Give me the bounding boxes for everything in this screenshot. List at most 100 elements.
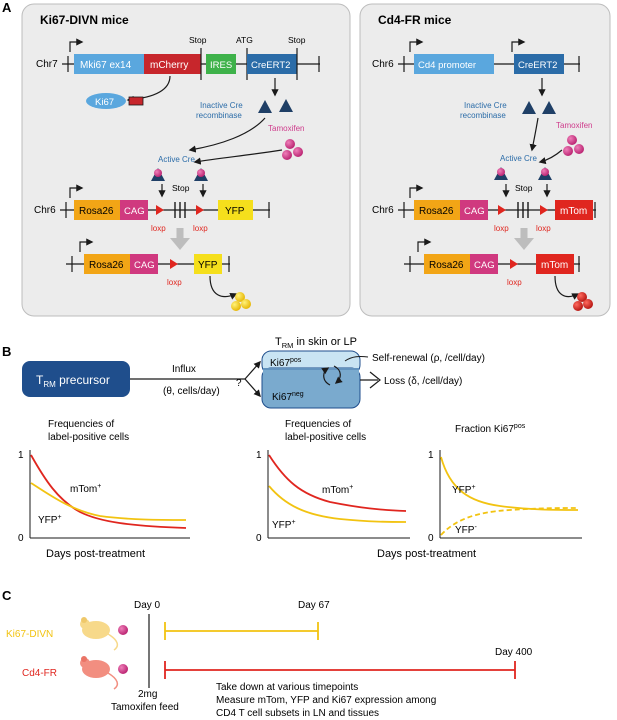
svg-text:0: 0 xyxy=(18,533,24,544)
svg-text:Rosa26: Rosa26 xyxy=(419,206,454,217)
dose-label: 2mg xyxy=(138,689,157,700)
svg-text:1: 1 xyxy=(256,450,262,461)
influx-label: Influx xyxy=(172,364,196,375)
cd4-fr-title: Cd4-FR mice xyxy=(378,13,452,27)
active-cre-label: Active Cre xyxy=(158,155,195,164)
stop-label-1: Stop xyxy=(189,35,207,45)
svg-text:Mki67 ex14: Mki67 ex14 xyxy=(80,60,132,71)
plot3-yfp-pos-curve xyxy=(440,456,579,511)
cd4-fr-panel: Cd4-FR mice Chr6 Cd4 promoter CreERT2 In… xyxy=(359,3,611,317)
svg-text:mTom+: mTom+ xyxy=(322,484,353,496)
svg-text:0: 0 xyxy=(256,533,262,544)
mcherry-tag xyxy=(128,96,144,106)
mtom-box xyxy=(555,200,593,220)
svg-text:Rosa26: Rosa26 xyxy=(89,260,124,271)
plot-xlabel-left: Days post-treatment xyxy=(46,548,145,560)
svg-text:loxp: loxp xyxy=(494,224,509,233)
inactive-cre-label-right: Inactive Cre xyxy=(464,101,507,110)
yfp-protein xyxy=(235,292,245,302)
svg-text:loxp: loxp xyxy=(536,224,551,233)
trm-model-schematic: TRM precursor Influx (θ, cells/day) ? TR… xyxy=(22,336,485,409)
ki67-divn-mouse-label: Ki67-DIVN xyxy=(6,629,53,640)
svg-text:label-positive cells: label-positive cells xyxy=(285,432,366,443)
svg-text:1: 1 xyxy=(18,450,24,461)
chr6-label: Chr6 xyxy=(34,205,56,216)
svg-text:YFP: YFP xyxy=(198,260,218,271)
svg-text:CreERT2: CreERT2 xyxy=(251,60,290,71)
cd4-promoter-box xyxy=(414,54,494,74)
chr7-label: Chr7 xyxy=(36,59,58,70)
inactive-cre-triangle-1 xyxy=(258,100,272,113)
svg-text:Rosa26: Rosa26 xyxy=(429,260,464,271)
day400-label: Day 400 xyxy=(495,647,533,658)
svg-text:YFP+: YFP+ xyxy=(452,484,476,496)
svg-text:Ki67: Ki67 xyxy=(95,97,114,108)
loss-label: Loss (δ, /cell/day) xyxy=(384,376,462,387)
svg-text:Ki67neg: Ki67neg xyxy=(272,391,304,403)
atg-label: ATG xyxy=(236,35,253,45)
creert2-box-right xyxy=(514,54,564,74)
svg-text:Stop: Stop xyxy=(515,183,533,193)
loxp-site-1 xyxy=(156,205,164,215)
svg-text:loxp: loxp xyxy=(193,224,208,233)
self-renewal-label: Self-renewal (ρ, /cell/day) xyxy=(372,353,485,364)
mouse-icon-1 xyxy=(80,617,119,651)
svg-text:CAG: CAG xyxy=(124,206,145,217)
stop-cassette-label: Stop xyxy=(172,183,190,193)
svg-text:YFP: YFP xyxy=(225,206,245,217)
svg-text:IRES: IRES xyxy=(210,60,232,71)
cd4-fr-mouse-label: Cd4-FR xyxy=(22,668,57,679)
active-cre-label-right: Active Cre xyxy=(500,154,537,163)
trm-precursor-box xyxy=(22,361,130,397)
svg-text:loxp: loxp xyxy=(151,224,166,233)
panel-a-letter: A xyxy=(2,0,12,15)
loxp-site-2 xyxy=(196,205,204,215)
chr6-label-right: Chr6 xyxy=(372,205,394,216)
svg-text:TRM precursor: TRM precursor xyxy=(36,373,110,389)
svg-text:loxp: loxp xyxy=(507,278,522,287)
tamoxifen-label-right: Tamoxifen xyxy=(556,121,592,130)
feed-label: Tamoxifen feed xyxy=(111,702,179,713)
svg-text:CAG: CAG xyxy=(474,260,495,271)
svg-text:Rosa26: Rosa26 xyxy=(79,206,114,217)
plot2-mtom-curve xyxy=(268,454,407,512)
mki67-ex14-box xyxy=(74,54,144,74)
svg-text:Frequencies of: Frequencies of xyxy=(48,419,114,430)
stop-label-2: Stop xyxy=(288,35,306,45)
svg-text:Fraction Ki67pos: Fraction Ki67pos xyxy=(455,423,526,435)
svg-text:Ki67pos: Ki67pos xyxy=(270,357,302,369)
svg-text:1: 1 xyxy=(428,450,434,461)
svg-text:label-positive cells: label-positive cells xyxy=(48,432,129,443)
mcherry-box xyxy=(144,54,201,74)
svg-text:mCherry: mCherry xyxy=(150,60,188,71)
inactive-cre-triangle-2 xyxy=(279,99,293,112)
svg-text:mTom: mTom xyxy=(541,260,568,271)
creert2-box xyxy=(247,54,297,74)
timeline: Day 0 Day 67 Day 400 Ki67-DIVN Cd4-FR 2m… xyxy=(6,600,533,719)
panel-c-letter: C xyxy=(2,588,12,603)
ires-box xyxy=(206,54,236,74)
plot3-yfp-neg-curve xyxy=(440,507,579,536)
plot-1: Frequencies of label-positive cells 1 0 … xyxy=(18,419,190,544)
plot2-yfp-curve xyxy=(268,485,407,523)
svg-text:recombinase: recombinase xyxy=(196,111,242,120)
plot1-yfp-curve xyxy=(30,482,187,521)
take-down-line-2: Measure mTom, YFP and Ki67 expression am… xyxy=(216,695,436,706)
svg-text:0: 0 xyxy=(428,533,434,544)
svg-text:YFP-: YFP- xyxy=(455,524,477,536)
take-down-line-3: CD4 T cell subsets in LN and tissues xyxy=(216,708,379,719)
take-down-line-1: Take down at various timepoints xyxy=(216,682,358,693)
svg-text:YFP+: YFP+ xyxy=(272,519,296,531)
svg-text:YFP+: YFP+ xyxy=(38,514,62,526)
svg-text:mTom+: mTom+ xyxy=(70,483,101,495)
influx-params: (θ, cells/day) xyxy=(163,386,220,397)
day67-label: Day 67 xyxy=(298,600,330,611)
plot-2: Frequencies of label-positive cells 1 0 … xyxy=(256,419,410,544)
svg-text:Frequencies of: Frequencies of xyxy=(285,419,351,430)
svg-text:Cd4 promoter: Cd4 promoter xyxy=(418,60,476,71)
svg-text:mTom: mTom xyxy=(560,206,587,217)
tamoxifen-label: Tamoxifen xyxy=(268,124,304,133)
svg-text:CAG: CAG xyxy=(134,260,155,271)
inactive-cre-label: Inactive Cre xyxy=(200,101,243,110)
svg-text:?: ? xyxy=(236,378,242,389)
